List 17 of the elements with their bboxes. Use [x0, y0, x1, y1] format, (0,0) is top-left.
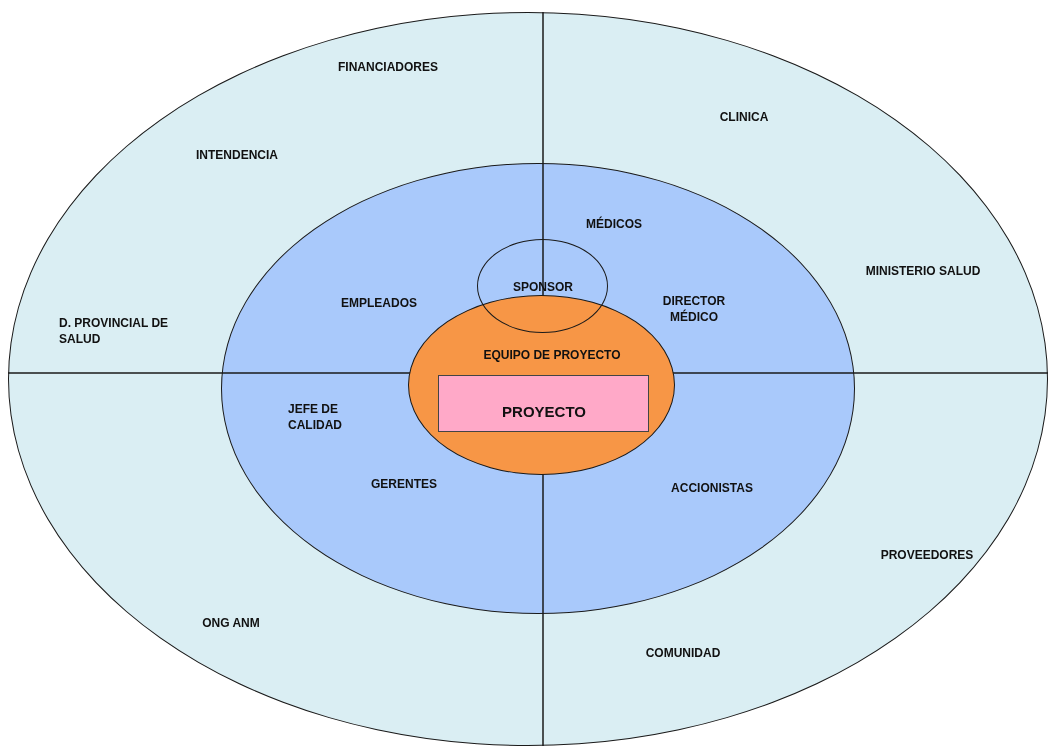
stakeholder-label: COMUNIDAD	[645, 644, 721, 662]
stakeholder-label: EQUIPO DE PROYECTO	[483, 346, 621, 364]
stakeholder-label: ONG ANM	[202, 614, 260, 632]
stakeholder-label: PROYECTO	[502, 401, 586, 422]
project-box	[438, 375, 649, 432]
stakeholder-label: ACCIONISTAS	[671, 479, 753, 497]
stakeholder-label: DIRECTOR MÉDICO	[661, 292, 727, 326]
stakeholder-label: GERENTES	[371, 475, 437, 493]
stakeholder-label: EMPLEADOS	[341, 294, 417, 312]
stakeholder-label: PROVEEDORES	[880, 546, 974, 564]
stakeholder-label: JEFE DE CALIDAD	[288, 400, 343, 434]
stakeholder-label: D. PROVINCIAL DE SALUD	[59, 314, 170, 348]
stakeholder-label: MÉDICOS	[586, 215, 642, 233]
stakeholder-label: INTENDENCIA	[196, 146, 278, 164]
stakeholder-label: CLINICA	[719, 108, 769, 126]
stakeholder-label: MINISTERIO SALUD	[865, 262, 981, 280]
stakeholder-label: FINANCIADORES	[338, 58, 438, 76]
